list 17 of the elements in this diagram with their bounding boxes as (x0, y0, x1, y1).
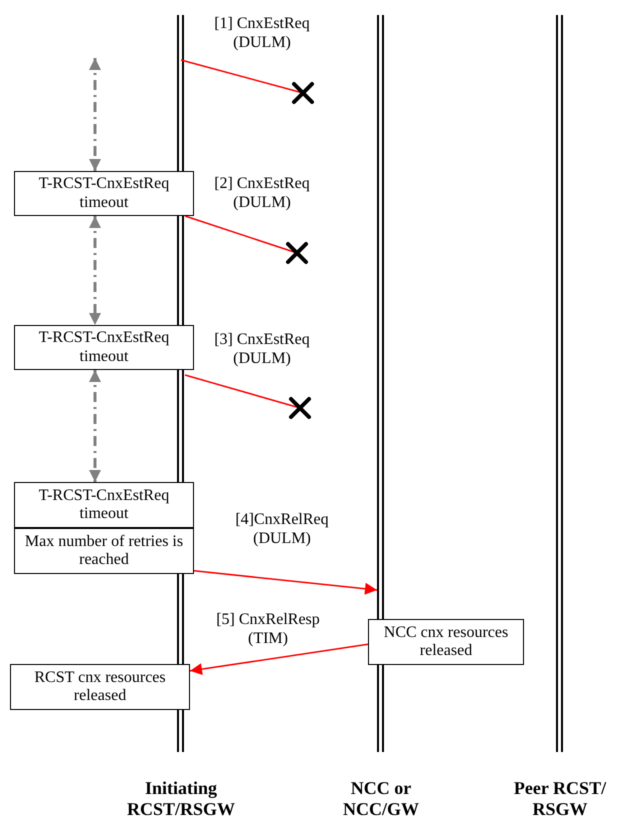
message-arrow (194, 570, 378, 595)
message-lost-cross (285, 241, 309, 265)
timer-interval-arrow (89, 58, 101, 171)
lifeline-label: Peer RCST/ RSGW (512, 778, 608, 821)
timer-note-box: T-RCST-CnxEstReq timeout (14, 482, 194, 528)
timer-interval-arrow (89, 370, 101, 482)
timer-note-box: T-RCST-CnxEstReq timeout (14, 171, 194, 216)
timer-note-box: RCST cnx resources released (10, 664, 190, 710)
lifeline-label: NCC or NCC/GW (342, 778, 420, 821)
timer-interval-arrow (89, 216, 101, 325)
message-lost-cross (291, 81, 315, 105)
timer-note-box: Max number of retries is reached (14, 528, 194, 574)
message-arrow (190, 644, 368, 676)
message-lost-cross (288, 396, 312, 420)
timer-note-box: NCC cnx resources released (368, 619, 524, 665)
lifeline-label: Initiating RCST/RSGW (126, 778, 236, 821)
timer-note-box: T-RCST-CnxEstReq timeout (14, 325, 194, 370)
